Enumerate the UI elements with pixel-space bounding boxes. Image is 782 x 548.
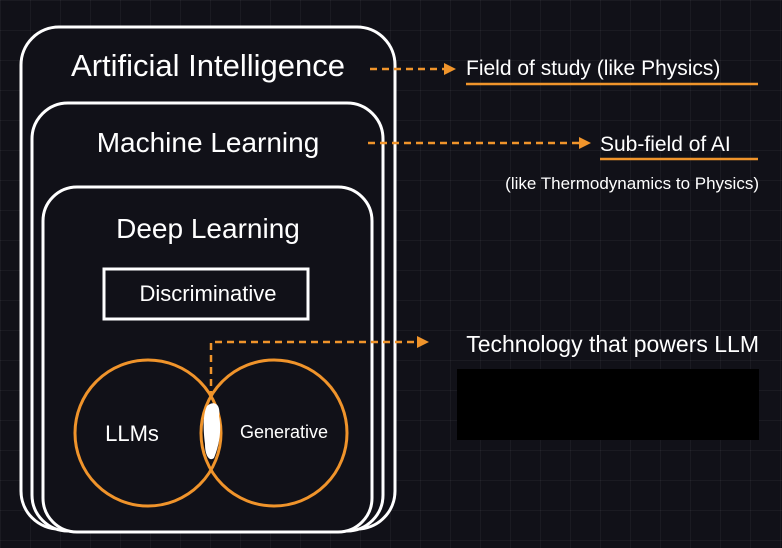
generative-label: Generative (240, 422, 328, 442)
generative-circle (199, 358, 349, 508)
overlap-arrow-line (209, 340, 418, 398)
llms-circle (73, 358, 223, 508)
ai-note: Field of study (like Physics) (466, 57, 720, 80)
ml-note: Sub-field of AI (600, 133, 731, 156)
ml-arrowhead (579, 137, 591, 149)
overlap-arrowhead (417, 336, 429, 348)
redacted-block (457, 369, 759, 440)
ai-title: Artificial Intelligence (71, 48, 345, 83)
llms-label: LLMs (105, 421, 159, 446)
overlap-note: Technology that powers LLM (466, 331, 759, 357)
overlap-highlight-mark (203, 403, 221, 460)
discriminative-label: Discriminative (140, 281, 277, 306)
ml-title: Machine Learning (97, 127, 320, 158)
discriminative-box (102, 267, 310, 321)
ai-arrowhead (444, 63, 456, 75)
ml-subnote: (like Thermodynamics to Physics) (505, 174, 759, 193)
dl-title: Deep Learning (116, 213, 300, 244)
dl-box (41, 185, 374, 534)
